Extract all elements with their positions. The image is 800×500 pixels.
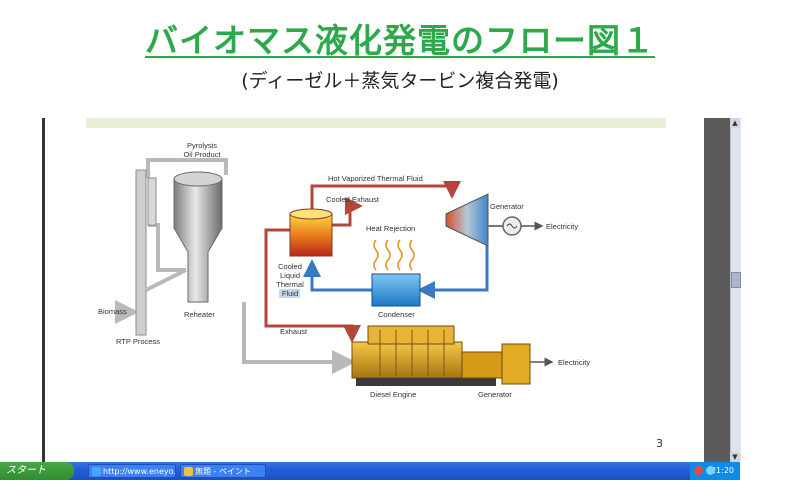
- label-hot-vaporized: Hot Vaporized Thermal Fluid: [328, 174, 423, 183]
- label-generator-bottom: Generator: [478, 390, 512, 399]
- browser-icon: [92, 467, 101, 476]
- taskbar-item-paint-label: 無題 - ペイント: [195, 467, 251, 476]
- label-reheater: Reheater: [184, 310, 215, 319]
- page-number: 3: [656, 437, 663, 450]
- slide-title: バイオマス液化発電のフロー図１: [145, 21, 655, 60]
- tray-alert-icon[interactable]: [694, 466, 703, 475]
- rtp-process-column: [135, 169, 187, 336]
- paint-icon: [184, 467, 193, 476]
- cool-fluid-loop: [303, 244, 489, 299]
- label-cooled-line4: Fluid: [282, 289, 298, 298]
- label-electricity-top: Electricity: [546, 222, 578, 231]
- label-exhaust: Exhaust: [280, 327, 308, 336]
- reheater-tank: [173, 171, 223, 303]
- slide-subtitle: (ディーゼル＋蒸気タービン複合発電): [241, 70, 559, 92]
- label-pyrolysis-line2: Oil Product: [183, 150, 221, 159]
- generator-bottom: [461, 343, 554, 385]
- label-diesel-engine: Diesel Engine: [370, 390, 416, 399]
- taskbar-item-paint[interactable]: 無題 - ペイント: [180, 464, 266, 478]
- system-tray: 21:20: [690, 462, 740, 480]
- viewer-side-panel: [704, 118, 730, 462]
- label-biomass: Biomass: [98, 307, 127, 316]
- heat-exchanger: [289, 208, 333, 257]
- steam-turbine: [445, 193, 489, 247]
- taskbar-item-browser[interactable]: http://www.eneyo.co...: [88, 464, 176, 478]
- scroll-up-icon[interactable]: ▲: [730, 118, 740, 128]
- clock: 21:20: [710, 466, 734, 475]
- label-electricity-bottom: Electricity: [558, 358, 590, 367]
- taskbar-item-browser-label: http://www.eneyo.co...: [103, 467, 176, 476]
- label-cooled-line3: Thermal: [276, 280, 304, 289]
- label-generator-top: Generator: [490, 202, 524, 211]
- tray-network-icon[interactable]: [706, 466, 715, 475]
- viewer-left-border: [42, 118, 45, 462]
- label-cooled-line1: Cooled: [278, 262, 302, 271]
- label-fluid-highlight: [279, 289, 300, 298]
- label-pyrolysis-line1: Pyrolysis: [187, 141, 217, 150]
- label-rtp-process: RTP Process: [116, 337, 160, 346]
- slide-top-band: [86, 118, 666, 128]
- hot-fluid-loop: [264, 181, 461, 343]
- heat-rejection-waves: [373, 239, 415, 271]
- scroll-down-icon[interactable]: ▼: [730, 452, 740, 462]
- label-cooled-exhaust: Cooled Exhaust: [326, 195, 380, 204]
- label-heat-rejection: Heat Rejection: [366, 224, 415, 233]
- generator-top: [488, 216, 544, 236]
- vertical-scrollbar[interactable]: [730, 118, 741, 462]
- diesel-engine: [351, 325, 496, 386]
- label-cooled-line2: Liquid: [280, 271, 300, 280]
- scrollbar-thumb[interactable]: [731, 272, 741, 288]
- start-button[interactable]: スタート: [0, 462, 74, 480]
- label-condenser: Condenser: [378, 310, 415, 319]
- condenser: [371, 273, 421, 307]
